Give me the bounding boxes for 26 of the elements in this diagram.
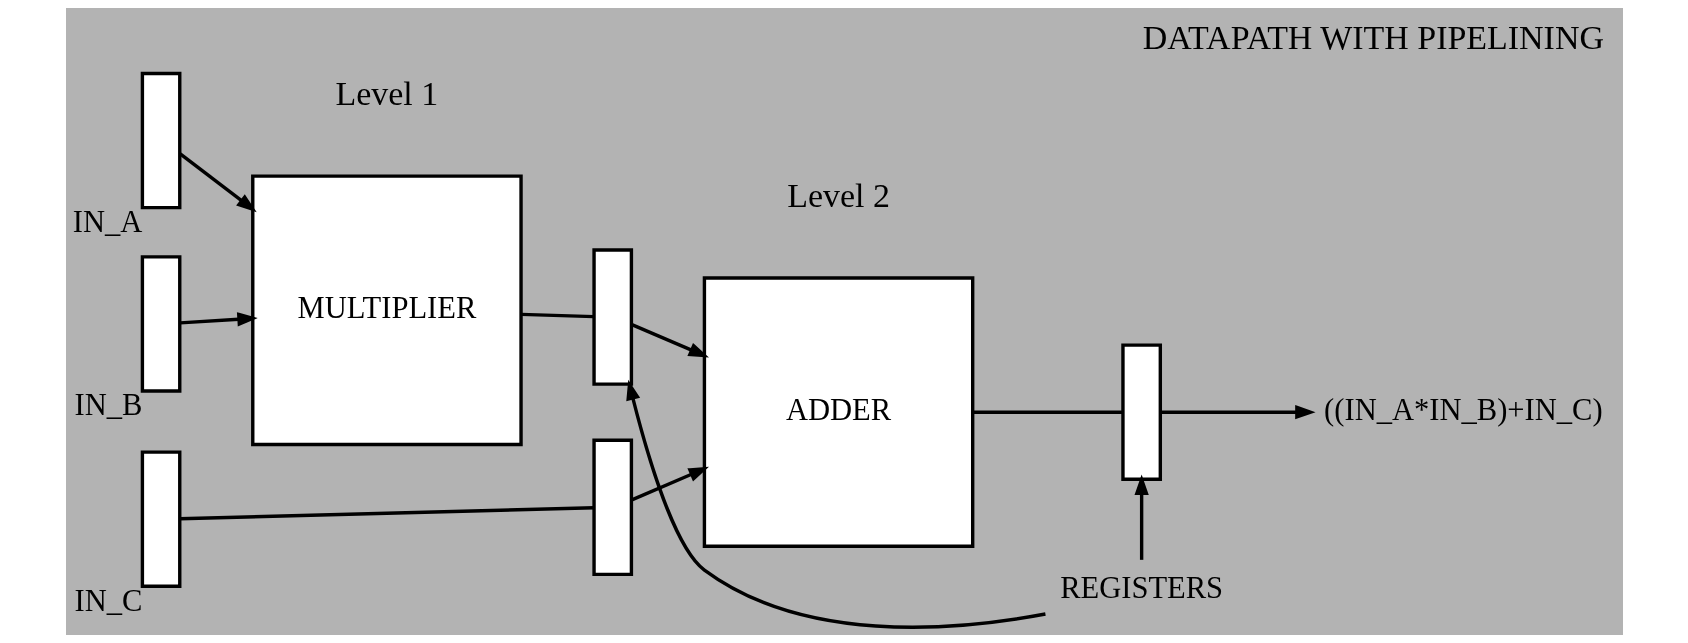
arrow <box>1159 405 1316 420</box>
node-bar <box>1120 343 1162 481</box>
arrow <box>178 152 257 213</box>
node-text: ((IN_A*IN_B)+IN_C) <box>1323 392 1603 427</box>
connector <box>520 312 594 319</box>
node-bar <box>591 438 633 577</box>
connector <box>179 506 594 521</box>
node-label: IN_A <box>72 205 142 240</box>
node-text: REGISTERS <box>1059 570 1223 605</box>
connector <box>972 410 1123 414</box>
arrow <box>625 379 1046 629</box>
node-label: IN_B <box>74 388 142 423</box>
node-bar <box>140 71 181 210</box>
arrow <box>630 466 709 502</box>
node-bar <box>591 248 633 386</box>
node-box: ADDER <box>702 276 974 549</box>
arrow <box>179 312 258 327</box>
arrow <box>1134 474 1149 560</box>
label: Level 1 <box>335 74 438 112</box>
node-bar <box>140 450 181 588</box>
node-label: IN_C <box>74 583 142 618</box>
diagram-title: DATAPATH WITH PIPELINING <box>1142 18 1604 56</box>
node-box: MULTIPLIER <box>250 174 523 447</box>
arrow <box>630 323 709 358</box>
node-bar <box>140 255 181 393</box>
label: Level 2 <box>786 176 890 214</box>
